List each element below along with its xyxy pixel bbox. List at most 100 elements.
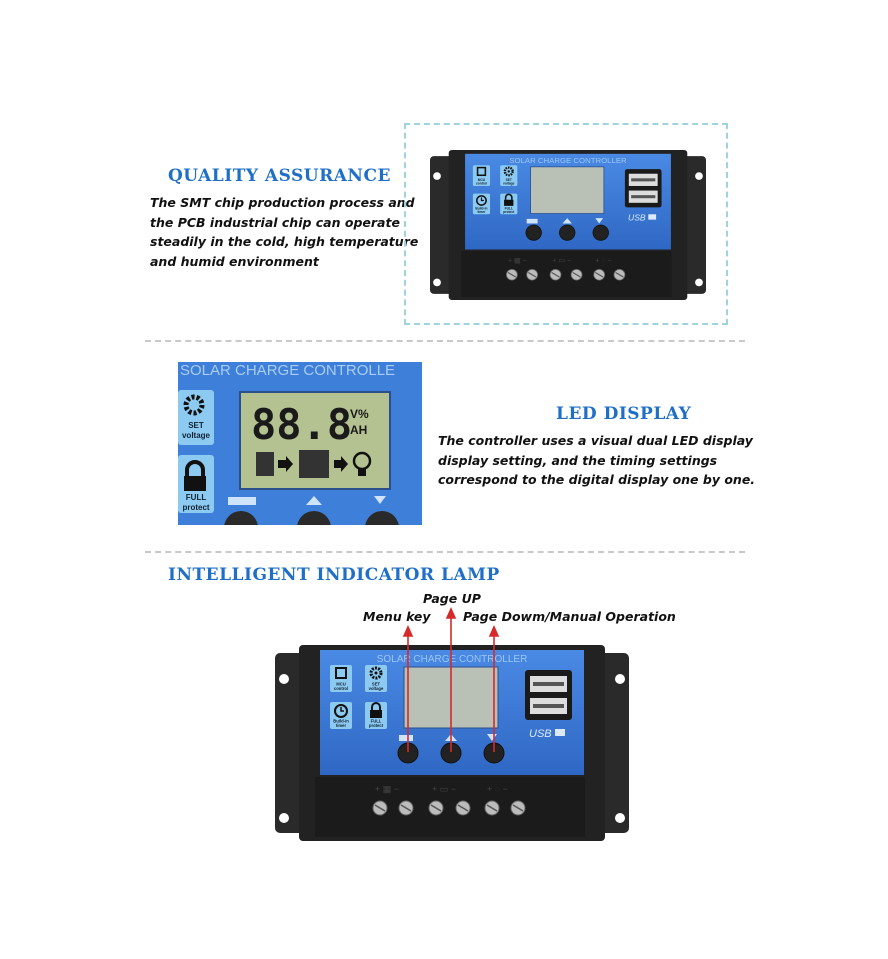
lcd-digits: 88.8 [251,400,352,449]
panel-title: SOLAR CHARGE CONTROLLER [509,156,627,165]
svg-text:protect: protect [182,503,209,512]
set-tile: SET voltage [178,390,214,445]
terminal-screw [484,800,500,816]
terminal-symbols: + ▦ − + ▭ − + ◌ − [508,258,612,265]
down-symbol [374,496,386,504]
down-button [592,224,609,241]
section-divider [145,551,745,553]
indicator-lamp-heading: INTELLIGENT INDICATOR LAMP [168,565,500,585]
quality-assurance-heading: QUALITY ASSURANCE [168,166,391,186]
svg-text:+ ◌ −: + ◌ − [595,258,611,265]
terminal-screw [428,800,444,816]
led-display-text: The controller uses a visual dual LED di… [438,431,755,490]
down-button [365,511,399,525]
panel-title: SOLAR CHARGE CONTROLLER [377,654,528,665]
tile-label: FULL [371,719,382,724]
up-symbol [562,218,572,224]
menu-button [525,224,542,241]
lcd-unit-bottom: AH [350,423,367,437]
terminal-screw [593,269,606,281]
terminal-screw [510,800,526,816]
mount-hole [433,172,441,180]
protect-tile: FULL protect [178,455,214,513]
mcu-tile: MCU control [330,665,352,692]
mount-hole [279,674,289,684]
timer-icon [476,195,487,206]
quality-assurance-text: The SMT chip production process and the … [150,193,418,271]
terminal-block [461,251,672,297]
down-symbol [595,218,604,224]
tile-label: SET [372,682,381,687]
terminal-symbols: + ▦ −+ ▭ −+ ◌ − [375,784,508,794]
tile-label: MCU [478,178,486,182]
tile-label: voltage [503,181,515,185]
arrow-head [445,607,457,619]
gear-icon [183,394,205,416]
page-up-label: Page UP [423,591,481,606]
page-down-label: Page Dowm/Manual Operation [463,609,676,624]
mount-hole [433,278,441,287]
menu-symbol [228,497,256,505]
protect-icon [370,702,382,718]
lcd-unit-top: V% [350,407,369,421]
tile-label: MCU [336,682,346,687]
usb-ports [624,169,662,208]
menu-button [224,511,258,525]
terminal-screw [506,269,518,281]
set-icon [503,166,514,177]
tile-label: control [476,181,487,185]
panel-title: SOLAR CHARGE CONTROLLE [180,362,395,379]
solar-panel-icon [256,452,274,476]
arrow-icon [278,456,293,472]
tile-label: Build-in [475,206,487,210]
section-divider [145,340,745,342]
usb-icon [648,214,657,220]
protect-tile: FULL protect [500,193,518,215]
svg-text:voltage: voltage [182,431,211,440]
menu-key-label: Menu key [363,609,431,624]
mount-hole [279,813,289,823]
mcu-tile: MCU control [472,165,491,186]
mount-hole [615,813,625,823]
svg-text:+ ▭ −: + ▭ − [552,258,571,265]
up-button [559,224,576,241]
product-image-frame [404,123,728,325]
charge-controller-image: SOLAR CHARGE CONTROLLER MCU control SET … [430,150,706,300]
mcu-icon [335,667,347,679]
set-icon [369,666,383,680]
up-symbol [306,496,322,505]
battery-icon [299,450,329,478]
set-tile: SET voltage [500,165,518,186]
arrow-icon [334,456,348,472]
protect-icon [504,193,514,206]
tile-label: timer [336,723,347,728]
lcd-screen [530,166,605,214]
protect-tile: FULL protect [365,702,387,729]
menu-symbol [399,735,413,741]
text-line: and humid environment [150,253,319,269]
mount-hole [695,172,703,180]
terminal-screw [526,269,538,281]
arrow-head [402,625,414,637]
mount-hole [615,674,625,684]
led-display-heading: LED DISPLAY [556,404,692,424]
timer-icon [334,704,348,718]
text-line: The controller uses a visual dual LED di… [438,433,753,448]
tile-label: voltage [369,686,384,691]
terminal-screw [372,800,388,816]
terminal-screw [570,269,583,281]
usb-ports [525,670,572,720]
set-tile: SET voltage [365,665,387,692]
lock-icon [185,460,205,477]
menu-symbol [526,218,538,224]
svg-text:+ ▭ −: + ▭ − [432,784,456,794]
usb-label: USB [628,212,646,222]
svg-text:+ ◌ −: + ◌ − [487,784,508,794]
terminal-screw [398,800,414,816]
mount-hole [695,278,703,287]
terminal-screw [455,800,471,816]
svg-text:+ ▦ −: + ▦ − [508,258,527,265]
usb-label: USB [529,728,552,740]
tile-label: SET [506,178,512,182]
